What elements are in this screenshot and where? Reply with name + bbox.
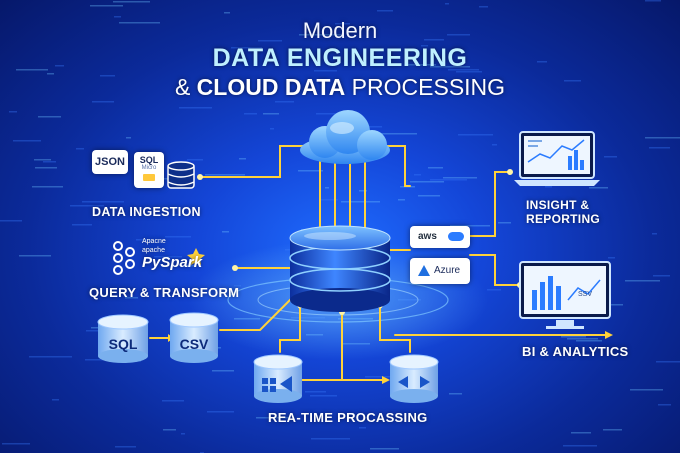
central-database-icon [289,225,391,312]
line-db-realtime-right [379,304,411,353]
realtime-cylinder-right-icon [389,354,439,403]
json-file-icon: JSON [92,150,128,174]
connector-lines [149,145,606,381]
sql-storage-label: SQL [108,336,138,352]
title-processing: PROCESSING [345,74,506,100]
arrow-db-bi [605,331,613,339]
line-cloud-left [199,145,309,178]
sql-file-sub: Micro [141,165,157,171]
csv-storage-label: CSV [179,336,209,352]
cloud-icon [300,110,390,164]
aws-cloud-icon [448,232,464,241]
azure-triangle-icon [418,265,430,276]
label-data-ingestion: DATA INGESTION [92,205,201,219]
bi-monitor-icon [519,261,611,329]
line-csv-db [219,297,293,331]
sql-file-icon: SQL Micro [134,152,164,188]
network-nodes-icon [113,241,135,275]
realtime-cylinder-left-icon [253,354,303,403]
pyspark-apache-small-2: apache [142,247,165,254]
arrow-realtime-link [382,376,390,384]
laptop-dashboard-icon [514,131,600,186]
title-cloud-data: CLOUD DATA [196,74,346,100]
label-realtime-processing: REA-TIME PROCASSING [268,410,428,425]
line-db-realtime-left [279,304,301,353]
sql-file-chip-icon [143,174,155,181]
label-query-transform: QUERY & TRANSFORM [89,285,240,300]
label-bi-analytics: BI & ANALYTICS [522,344,629,359]
line-aws-insight [469,171,511,237]
json-label: JSON [95,156,125,168]
aws-label: aws [418,231,437,242]
aws-badge[interactable]: aws [410,226,470,248]
line-cloud-right [377,145,411,187]
pyspark-apache-small-1: Apacne [142,238,166,245]
label-insight-line-1: INSIGHT & [526,198,590,212]
database-stack-icon [167,161,195,189]
azure-badge[interactable]: Azure [410,258,470,284]
title-line-2: DATA ENGINEERING [212,44,468,72]
title-line-1: Modern [302,18,378,43]
bi-chart-label: SSV [578,291,593,298]
azure-label: Azure [434,265,461,276]
sql-storage-icon [97,314,149,363]
sql-file-label: SQL [139,155,159,165]
pyspark-logo-text: PySpark [142,254,203,271]
line-azure-bi [469,254,521,286]
label-insight-line-2: REPORTING [526,212,601,226]
title-amp: & [174,74,197,100]
spark-star-icon [187,248,205,265]
csv-storage-icon [169,312,219,363]
title-line-3: & CLOUD DATA PROCESSING [0,74,680,101]
